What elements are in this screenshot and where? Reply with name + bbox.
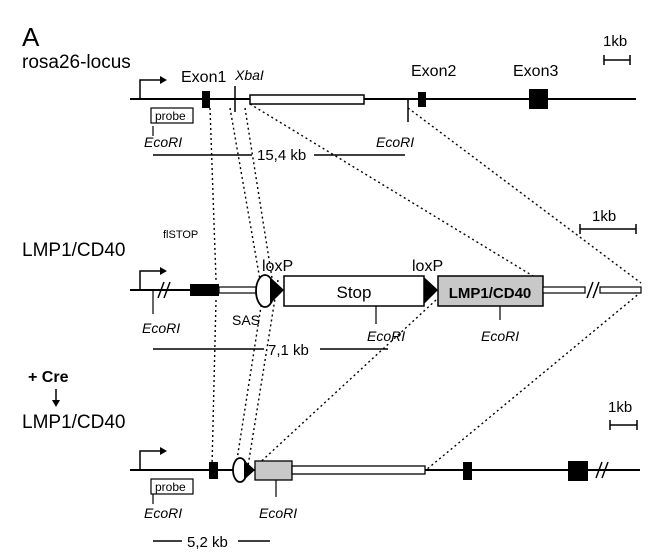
flstop-ecori-mid-label: EcoRI — [367, 328, 405, 344]
recombined-transgene-box — [254, 460, 293, 481]
mapping-dotted-lines — [209, 103, 642, 471]
wildtype-scale-bar — [603, 55, 631, 65]
flstop-fragment-label: 7,1 kb — [268, 342, 309, 359]
recombined-ecori-left-label: EcoRI — [144, 505, 182, 521]
cre-arrow-head — [52, 400, 60, 407]
loxp-site-left — [270, 277, 284, 304]
wildtype-exon2 — [418, 92, 426, 107]
recombined-ecori-right-label: EcoRI — [259, 505, 297, 521]
recombined-scale-bar — [609, 420, 638, 430]
recombined-fragment-label: 5,2 kb — [187, 534, 228, 551]
wildtype-fragment-label: 15,4 kb — [257, 147, 306, 164]
xbai-label: XbaI — [234, 67, 264, 83]
flstop-intron-box-right-a — [542, 286, 586, 294]
recombined-break-mark — [595, 461, 609, 479]
flstop-ecori-left-label: EcoRI — [142, 320, 180, 336]
recombined-probe-box — [150, 478, 194, 495]
wildtype-title: rosa26-locus — [22, 52, 131, 73]
wildtype-intron-box — [249, 94, 365, 105]
recombined-promoter-arrow — [139, 450, 160, 470]
wildtype-ecori-right-label: EcoRI — [376, 134, 414, 150]
recombined-scale-label: 1kb — [608, 399, 632, 416]
flstop-break-mark-left — [157, 281, 171, 299]
wildtype-exon3-label: Exon3 — [513, 63, 558, 80]
flstop-ecori-right-label: EcoRI — [481, 328, 519, 344]
flstop-break-mark-right — [586, 281, 600, 299]
wildtype-exon2-label: Exon2 — [411, 63, 456, 80]
flstop-scale-bar — [579, 224, 637, 234]
sas-label: SAS — [232, 312, 260, 328]
loxp-site-right — [424, 277, 438, 304]
flstop-superscript: flSTOP — [163, 229, 198, 241]
wildtype-exon1-label: Exon1 — [181, 69, 226, 86]
flstop-title: LMP1/CD40 — [22, 240, 126, 261]
flstop-promoter-arrow — [139, 270, 160, 290]
loxp-left-label: loxP — [262, 258, 293, 275]
wildtype-promoter-arrow — [139, 79, 160, 99]
recombined-title: LMP1/CD40 — [22, 412, 126, 433]
wildtype-scale-label: 1kb — [603, 33, 627, 50]
wildtype-probe-label: probe — [155, 109, 186, 123]
recombined-loxp — [244, 460, 255, 480]
stop-cassette — [283, 275, 425, 307]
wildtype-exon1 — [202, 91, 210, 108]
loxp-right-label: loxP — [412, 258, 443, 275]
panel-letter: A — [22, 22, 40, 52]
recombined-intron-box — [291, 465, 426, 475]
recombined-exon3 — [568, 461, 588, 481]
wildtype-probe-box — [150, 107, 194, 124]
recombined-exon1 — [209, 462, 218, 479]
wildtype-exon3 — [529, 89, 548, 109]
recombined-probe-label: probe — [155, 480, 186, 494]
transgene-label: LMP1/CD40 — [449, 285, 532, 302]
flstop-exon1 — [190, 284, 219, 296]
cre-label: + Cre — [28, 369, 69, 386]
flstop-intron-box-right-b — [599, 286, 642, 294]
wildtype-ecori-left-label: EcoRI — [144, 134, 182, 150]
flstop-intron-box-left — [218, 286, 258, 294]
flstop-scale-label: 1kb — [592, 208, 616, 225]
recombined-exon2 — [463, 462, 472, 480]
transgene-box — [437, 275, 544, 307]
stop-label: Stop — [337, 283, 372, 302]
